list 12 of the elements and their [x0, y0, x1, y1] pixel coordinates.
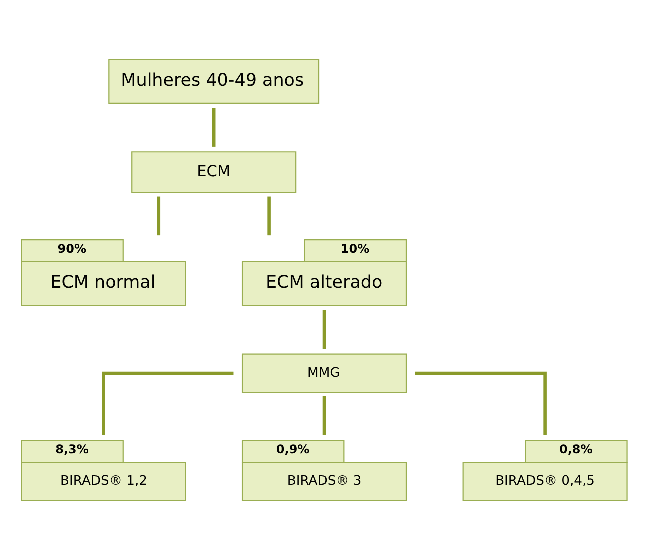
node-label: 10%: [340, 242, 370, 256]
node-label: 90%: [58, 242, 87, 256]
connector: [322, 310, 326, 349]
connector: [268, 196, 271, 236]
connector: [415, 371, 547, 435]
node-label: 0,9%: [276, 442, 310, 456]
node-label: 8,3%: [56, 442, 89, 456]
connector: [102, 371, 234, 435]
connector: [212, 108, 216, 146]
connector: [322, 396, 326, 435]
connector: [157, 196, 161, 236]
node-label: 0,8%: [560, 442, 593, 456]
